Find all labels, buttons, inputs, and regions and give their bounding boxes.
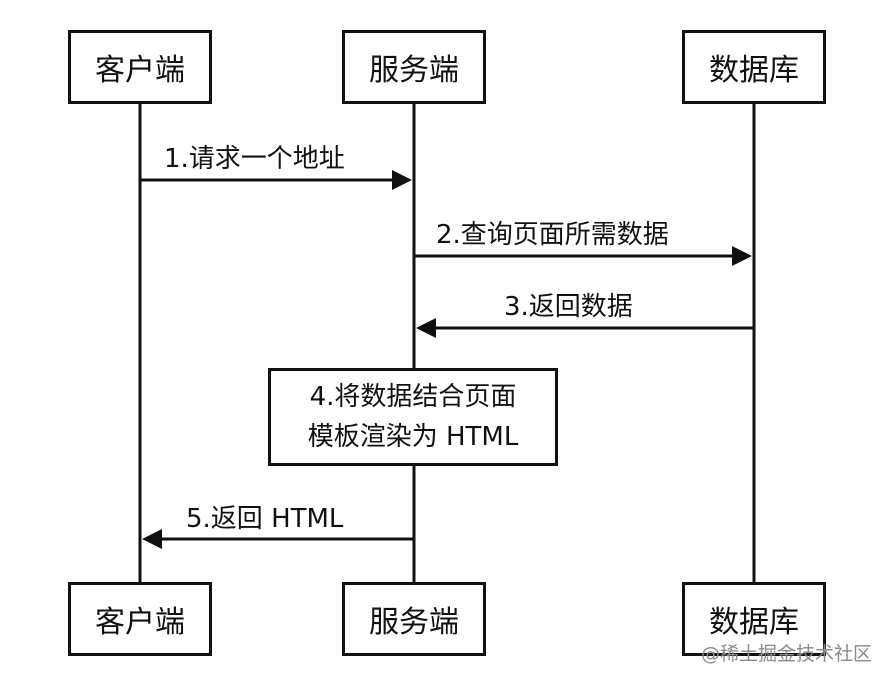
render-note-line-2: 模板渲染为 HTML: [307, 422, 519, 452]
message-1-arrowhead: [392, 170, 412, 190]
render-note: 4.将数据结合页面 模板渲染为 HTML: [268, 368, 558, 466]
database-label: 数据库: [709, 53, 799, 88]
message-5-arrowhead: [142, 529, 162, 549]
server-label: 服务端: [369, 53, 459, 88]
client-label: 客户端: [95, 53, 185, 88]
server-box-top: 服务端: [342, 30, 486, 104]
message-2-arrowhead: [732, 246, 752, 266]
database-box-bottom: 数据库: [682, 582, 826, 656]
database-box-top: 数据库: [682, 30, 826, 104]
database-label: 数据库: [709, 605, 799, 640]
message-3-arrowhead: [416, 318, 436, 338]
client-box-bottom: 客户端: [68, 582, 212, 656]
client-label: 客户端: [95, 605, 185, 640]
message-3-label: 3.返回数据: [504, 292, 633, 322]
watermark: @稀土掘金技术社区: [700, 643, 872, 665]
message-1-label: 1.请求一个地址: [164, 144, 345, 174]
server-label: 服务端: [369, 605, 459, 640]
message-5-label: 5.返回 HTML: [186, 504, 344, 534]
message-2-label: 2.查询页面所需数据: [436, 220, 669, 250]
server-box-bottom: 服务端: [342, 582, 486, 656]
render-note-line-1: 4.将数据结合页面: [309, 382, 517, 412]
client-box-top: 客户端: [68, 30, 212, 104]
